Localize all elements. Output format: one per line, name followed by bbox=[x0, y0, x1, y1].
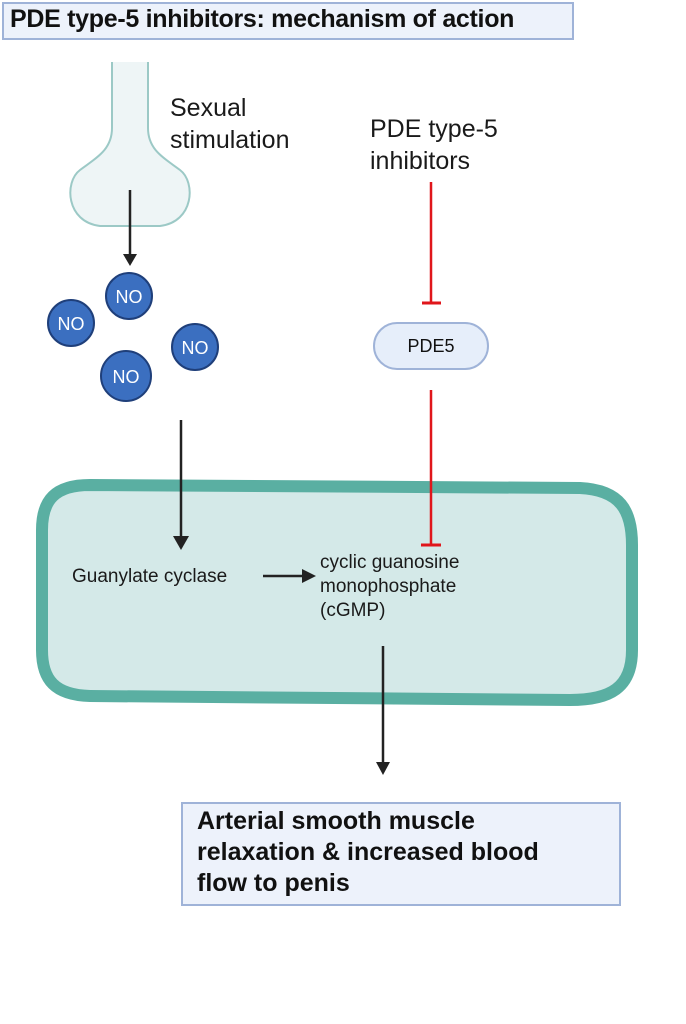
arrowhead-no-to-guanylate bbox=[173, 536, 189, 550]
cgmp-line-3: (cGMP) bbox=[320, 600, 386, 621]
diagram-title: PDE type-5 inhibitors: mechanism of acti… bbox=[10, 5, 515, 33]
result-line-2: relaxation & increased blood bbox=[197, 838, 539, 866]
arrowhead-cgmp-to-result bbox=[376, 762, 390, 775]
title-box bbox=[2, 2, 574, 40]
cgmp-line-2: monophosphate bbox=[320, 576, 457, 597]
stimulus-line-2: stimulation bbox=[170, 126, 290, 154]
arrowhead-guanylate-to-cgmp bbox=[302, 569, 316, 583]
inhibitor-line-2: inhibitors bbox=[370, 147, 471, 175]
result-line-3: flow to penis bbox=[197, 869, 350, 897]
no-molecule: NO bbox=[171, 323, 219, 371]
no-molecule: NO bbox=[47, 299, 95, 347]
no-molecule: NO bbox=[100, 350, 152, 402]
stimulus-label: Sexual stimulation bbox=[170, 92, 290, 156]
result-line-1: Arterial smooth muscle bbox=[197, 807, 475, 835]
guanylate-cyclase-label: Guanylate cyclase bbox=[72, 566, 228, 587]
smooth-muscle-cell bbox=[36, 478, 638, 707]
svg-text:NO: NO bbox=[182, 338, 209, 358]
stimulus-line-1: Sexual bbox=[170, 94, 247, 122]
result-label: Arterial smooth muscle relaxation & incr… bbox=[197, 806, 617, 899]
pde5-enzyme: PDE5 bbox=[373, 322, 489, 370]
inhibitor-line-1: PDE type-5 bbox=[370, 115, 498, 143]
svg-text:NO: NO bbox=[113, 367, 140, 387]
svg-text:NO: NO bbox=[58, 314, 85, 334]
cgmp-label: cyclic guanosine monophosphate (cGMP) bbox=[320, 551, 459, 623]
svg-text:NO: NO bbox=[116, 287, 143, 307]
arrowhead-neuron-to-no bbox=[123, 254, 137, 266]
inhibitor-label: PDE type-5 inhibitors bbox=[370, 113, 498, 177]
no-molecule: NO bbox=[105, 272, 153, 320]
cgmp-line-1: cyclic guanosine bbox=[320, 552, 460, 573]
result-box bbox=[181, 802, 621, 906]
